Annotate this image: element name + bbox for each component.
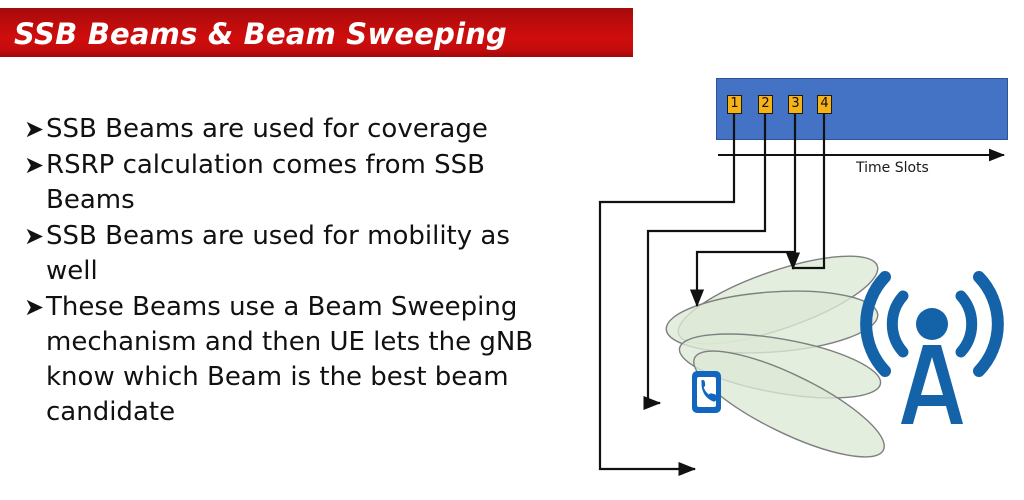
page-title: SSB Beams & Beam Sweeping [14, 17, 508, 51]
time-slot-box-1: 1 [727, 95, 742, 114]
time-slot-box-4: 4 [817, 95, 832, 114]
list-item: ➤ SSB Beams are used for mobility as wel… [24, 219, 564, 289]
title-banner: SSB Beams & Beam Sweeping [0, 8, 633, 57]
connector-slot-3 [689, 114, 797, 308]
bullet-list: ➤ SSB Beams are used for coverage ➤ RSRP… [24, 112, 564, 431]
time-slot-box-3: 3 [788, 95, 803, 114]
list-item-text: SSB Beams are used for mobility as well [46, 221, 510, 286]
connector-slot-1 [598, 114, 736, 477]
cell-tower-icon [860, 271, 1004, 424]
list-item: ➤ RSRP calculation comes from SSB Beams [24, 148, 564, 218]
list-item: ➤ These Beams use a Beam Sweeping mechan… [24, 290, 564, 430]
time-axis-label: Time Slots [856, 160, 929, 176]
time-slot-box-2: 2 [758, 95, 773, 114]
connector-slot-2 [643, 114, 767, 411]
list-item: ➤ SSB Beams are used for coverage [24, 112, 564, 147]
list-item-text: SSB Beams are used for coverage [46, 114, 488, 144]
beam-4 [693, 350, 885, 458]
bullet-arrow-icon: ➤ [24, 151, 45, 179]
bullet-arrow-icon: ➤ [24, 222, 45, 250]
beam-group [665, 255, 885, 458]
connector-slot-4 [785, 114, 826, 271]
bullet-arrow-icon: ➤ [24, 115, 45, 143]
list-item-text: These Beams use a Beam Sweeping mechanis… [46, 292, 534, 427]
list-item-text: RSRP calculation comes from SSB Beams [46, 150, 485, 215]
mobile-phone-icon [692, 371, 721, 413]
bullet-arrow-icon: ➤ [24, 293, 45, 321]
